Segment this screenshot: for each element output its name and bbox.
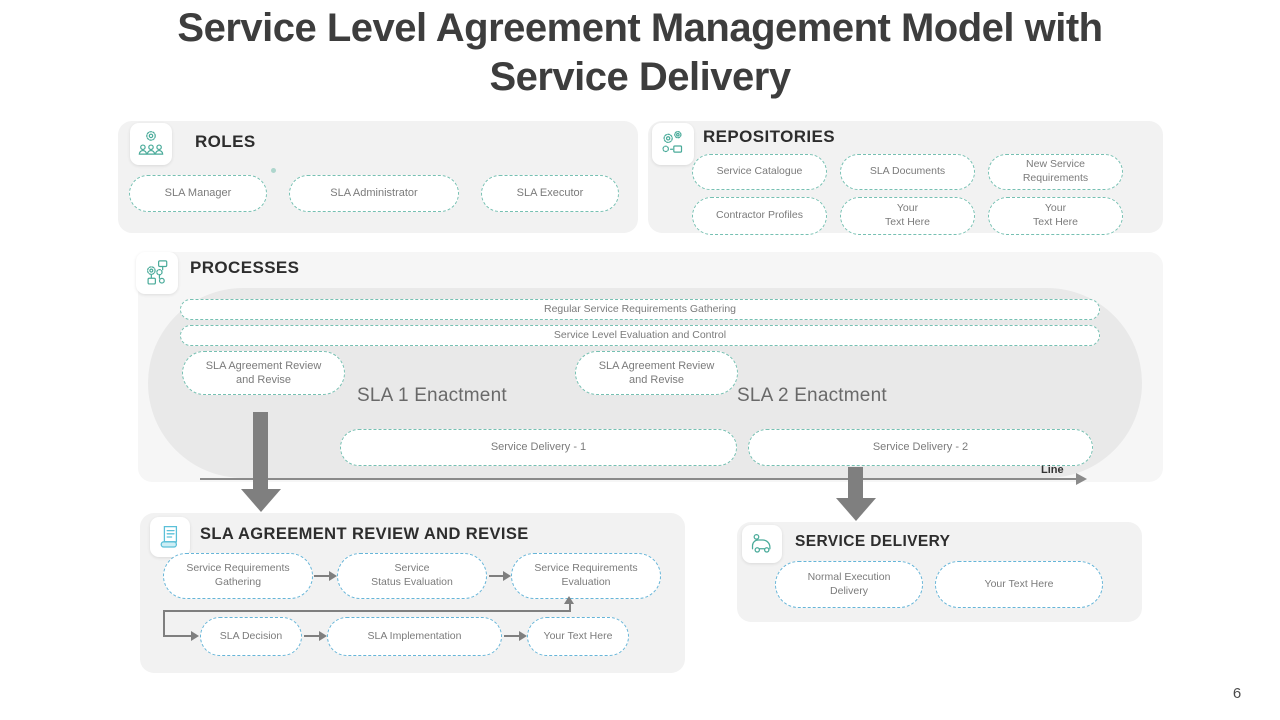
flow-arrow-line: [489, 575, 503, 577]
roles-heading: ROLES: [195, 132, 256, 151]
role-pill-sla-administrator: SLA Administrator: [289, 175, 459, 212]
process-pill-service-delivery-1: Service Delivery - 1: [340, 429, 737, 466]
repo-pill-your-text-here-1: Your Text Here: [840, 197, 975, 235]
timeline-line: [200, 478, 1076, 480]
timeline-label: Line: [1041, 464, 1064, 476]
delivery-pill-normal-execution: Normal Execution Delivery: [775, 561, 923, 608]
role-pill-sla-executor: SLA Executor: [481, 175, 619, 212]
loop-connector-vertical-right: [569, 603, 571, 612]
loop-connector-elbow: [164, 635, 191, 637]
title-line-1: Service Level Agreement Management Model…: [177, 6, 1103, 50]
review-pill-your-text-here: Your Text Here: [527, 617, 629, 656]
sla-review-heading: SLA AGREEMENT REVIEW AND REVISE: [200, 525, 529, 543]
process-pill-sla-review-1: SLA Agreement Review and Revise: [182, 351, 345, 395]
gear-people-icon: [130, 123, 172, 165]
processes-heading: PROCESSES: [190, 258, 300, 277]
flow-arrow-line: [504, 635, 519, 637]
service-delivery-heading: SERVICE DELIVERY: [795, 533, 951, 550]
review-pill-service-status-evaluation: Service Status Evaluation: [337, 553, 487, 599]
flow-arrowhead-icon: [319, 631, 327, 641]
down-arrow-right-icon: [836, 498, 876, 521]
delivery-truck-icon: [742, 525, 782, 563]
decorative-dot: [271, 168, 276, 173]
repositories-heading: REPOSITORIES: [703, 127, 836, 146]
role-pill-sla-manager: SLA Manager: [129, 175, 267, 212]
process-pill-service-delivery-2: Service Delivery - 2: [748, 429, 1093, 466]
repo-pill-your-text-here-2: Your Text Here: [988, 197, 1123, 235]
flow-arrow-line: [304, 635, 319, 637]
document-icon: [150, 517, 190, 557]
repo-pill-sla-documents: SLA Documents: [840, 154, 975, 190]
loop-connector-horizontal: [163, 610, 570, 612]
gears-box-icon: [652, 123, 694, 165]
sla1-enactment-label: SLA 1 Enactment: [357, 385, 507, 406]
process-band-service-level-evaluation: Service Level Evaluation and Control: [180, 325, 1100, 346]
process-band-regular-service-requirements: Regular Service Requirements Gathering: [180, 299, 1100, 320]
workflow-gears-icon: [136, 252, 178, 294]
flow-arrowhead-icon: [503, 571, 511, 581]
loop-arrowhead-right-icon: [191, 631, 199, 641]
timeline-arrowhead-icon: [1076, 473, 1087, 485]
flow-arrowhead-icon: [519, 631, 527, 641]
review-pill-service-requirements-evaluation: Service Requirements Evaluation: [511, 553, 661, 599]
repo-pill-service-catalogue: Service Catalogue: [692, 154, 827, 190]
repo-pill-new-service-requirements: New Service Requirements: [988, 154, 1123, 190]
down-arrow-right-shaft: [848, 467, 863, 498]
title-line-2: Service Delivery: [489, 54, 791, 99]
slide-title: Service Level Agreement Management Model…: [0, 4, 1280, 102]
flow-arrow-line: [314, 575, 329, 577]
review-pill-sla-implementation: SLA Implementation: [327, 617, 502, 656]
process-pill-sla-review-2: SLA Agreement Review and Revise: [575, 351, 738, 395]
sla2-enactment-label: SLA 2 Enactment: [737, 385, 887, 406]
review-pill-service-requirements-gathering: Service Requirements Gathering: [163, 553, 313, 599]
repo-pill-contractor-profiles: Contractor Profiles: [692, 197, 827, 235]
flow-arrowhead-icon: [329, 571, 337, 581]
down-arrow-left-shaft: [253, 412, 268, 489]
delivery-pill-your-text-here: Your Text Here: [935, 561, 1103, 608]
down-arrow-left-icon: [241, 489, 281, 512]
loop-arrowhead-up-icon: [564, 596, 574, 604]
slide-number: 6: [1232, 685, 1242, 702]
loop-connector-vertical-left: [163, 610, 165, 637]
review-pill-sla-decision: SLA Decision: [200, 617, 302, 656]
